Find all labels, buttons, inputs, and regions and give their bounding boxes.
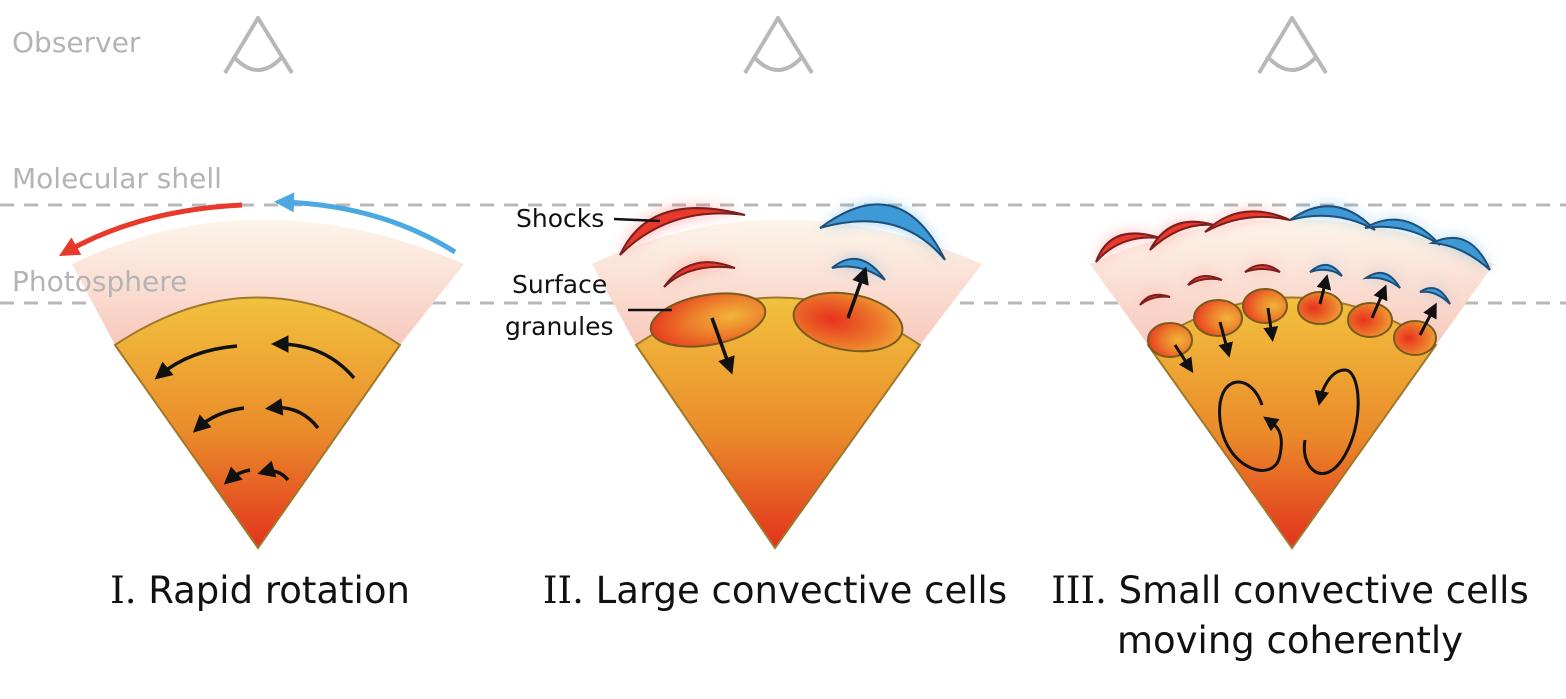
shock-blue (1309, 264, 1343, 277)
atmosphere-wedge (72, 219, 464, 345)
convection-loop-arrow (1302, 368, 1360, 476)
caption-text: Large convective cells (595, 569, 1008, 612)
arrow-icon (223, 466, 251, 485)
arrow-icon (265, 398, 320, 430)
arrow-icon (1263, 307, 1279, 342)
shock-red (1244, 264, 1281, 273)
surface-granule (1193, 299, 1243, 337)
caption-text: Small convective cells (1118, 569, 1529, 612)
arrow-icon (1218, 321, 1233, 358)
caption-panel-3: III. Small convective cells moving coher… (1050, 566, 1530, 666)
arrow-icon (1173, 344, 1194, 374)
photosphere-label: Photosphere (12, 265, 188, 298)
surface-granules-label-line2: granules (505, 312, 614, 341)
surface-granule (792, 291, 904, 353)
arrow-icon (710, 317, 735, 375)
caption-text: Rapid rotation (148, 569, 410, 612)
arrow-icon (271, 335, 356, 380)
surface-granule (649, 292, 767, 348)
shocks-label: Shocks (516, 204, 605, 233)
arrow-icon (1316, 274, 1332, 305)
arrow-icon (257, 460, 290, 482)
caption-numeral: II. (542, 569, 584, 612)
redshift-arrow (59, 202, 243, 256)
shock-blue (1362, 271, 1401, 289)
caption-panel-2: II. Large convective cells (540, 566, 1010, 616)
surface-granule (1147, 322, 1193, 358)
arrow-icon (192, 406, 245, 433)
eye-icon (223, 16, 294, 75)
molecular-shell-label: Molecular shell (12, 162, 222, 195)
shock-blue (1419, 287, 1451, 305)
surface-granule (1297, 291, 1343, 325)
observer-label: Observer (12, 26, 141, 59)
shocks-leader-line (613, 217, 661, 223)
eye-icon (743, 16, 814, 75)
shock-blue (831, 258, 886, 281)
arrow-icon (1418, 302, 1437, 336)
shock-red (1139, 293, 1171, 306)
caption-numeral: III. (1051, 569, 1107, 612)
caption-line-1: III. Small convective cells (1050, 566, 1530, 616)
surface-granule (1242, 288, 1288, 324)
eye-icon (1257, 16, 1328, 75)
panel-rapid-rotation (59, 192, 464, 550)
blueshift-arrow (274, 192, 457, 255)
atmosphere-wedge (1090, 219, 1494, 345)
caption-line-2: moving coherently (1116, 619, 1464, 662)
arrow-icon (846, 266, 869, 319)
shock-blue (1428, 236, 1491, 271)
surface-granule (1347, 302, 1393, 338)
panel-small-convective-cells (1090, 205, 1494, 550)
shock-blue (1364, 218, 1441, 246)
arrow-icon (154, 344, 238, 380)
shock-blue (1289, 205, 1376, 231)
panel-large-convective-cells (592, 203, 982, 550)
convection-loop-arrow (1218, 380, 1283, 472)
caption-panel-1: I. Rapid rotation (70, 566, 450, 616)
arrow-icon (1370, 284, 1388, 319)
surface-granule (1393, 320, 1437, 356)
caption-numeral: I. (110, 569, 137, 612)
shock-red (1187, 275, 1223, 286)
shock-blue (819, 203, 946, 261)
shock-red (663, 261, 736, 288)
star-interior-wedge (113, 296, 402, 550)
surface-granules-label-line1: Surface (512, 270, 608, 299)
